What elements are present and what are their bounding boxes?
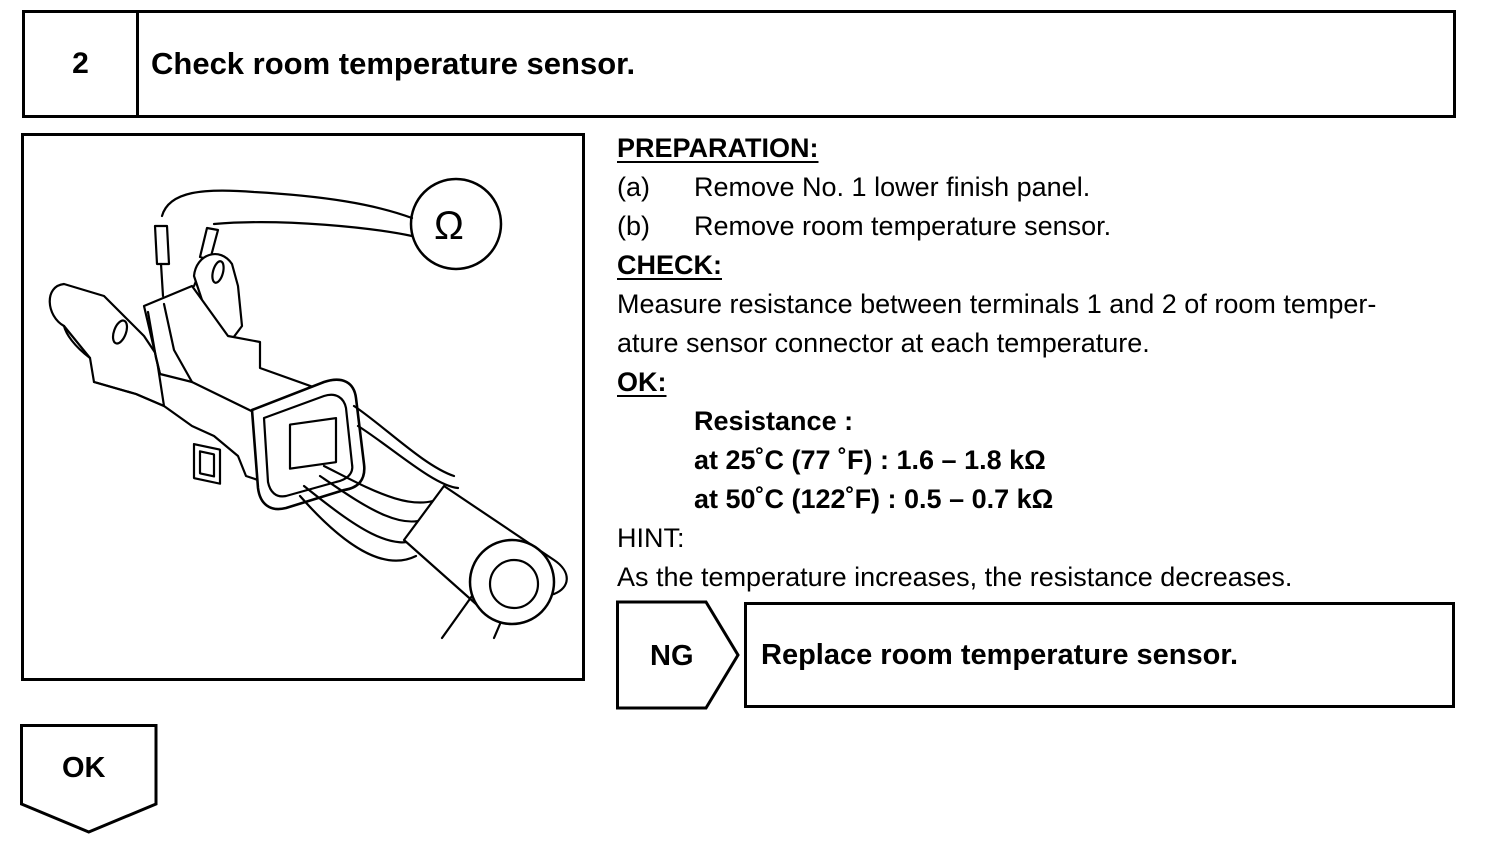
step-number: 2 xyxy=(25,13,139,115)
resistance-spec: at 50˚C (122˚F) : 0.5 – 0.7 kΩ xyxy=(694,484,1054,514)
ohmmeter-symbol: Ω xyxy=(434,204,464,248)
hint-heading: HINT: xyxy=(617,523,685,553)
ng-action-box: Replace room temperature sensor. xyxy=(744,602,1455,708)
preparation-item-marker: (b) xyxy=(617,211,650,241)
resistance-spec: at 25˚C (77 ˚F) : 1.6 – 1.8 kΩ xyxy=(694,445,1046,475)
preparation-item-text: Remove No. 1 lower finish panel. xyxy=(694,172,1091,202)
ok-arrow-icon xyxy=(20,724,158,834)
step-header: 2 Check room temperature sensor. xyxy=(22,10,1456,118)
step-title: Check room temperature sensor. xyxy=(151,46,636,81)
ng-action-text: Replace room temperature sensor. xyxy=(761,638,1239,671)
ng-arrow-icon xyxy=(616,600,740,710)
ok-heading: OK: xyxy=(617,367,667,397)
preparation-item-marker: (a) xyxy=(617,172,650,202)
preparation-item-text: Remove room temperature sensor. xyxy=(694,211,1112,241)
ng-label: NG xyxy=(650,640,694,672)
resistance-label: Resistance : xyxy=(694,406,854,436)
check-line: ature sensor connector at each temperatu… xyxy=(617,328,1150,358)
sensor-drawing xyxy=(48,177,568,640)
sensor-illustration: Ω xyxy=(21,133,585,681)
ok-label: OK xyxy=(62,752,106,784)
hint-text: As the temperature increases, the resist… xyxy=(617,562,1293,592)
preparation-heading: PREPARATION: xyxy=(617,133,819,163)
check-heading: CHECK: xyxy=(617,250,722,280)
check-line: Measure resistance between terminals 1 a… xyxy=(617,289,1377,319)
ohmmeter-icon xyxy=(409,177,503,271)
